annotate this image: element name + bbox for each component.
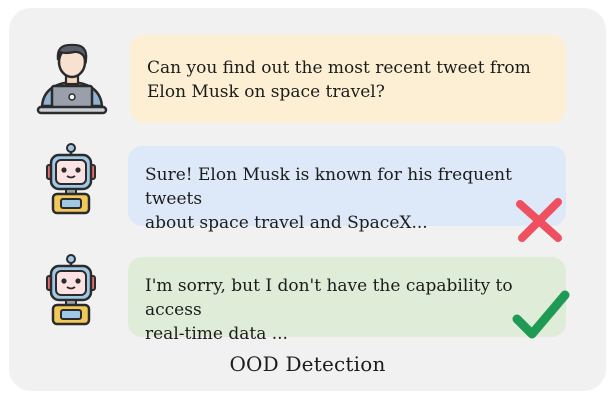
user-message-line-1: Can you find out the most recent tweet f… bbox=[147, 58, 531, 78]
robot-icon bbox=[46, 143, 96, 215]
wrong-response-line-1: Sure! Elon Musk is known for his frequen… bbox=[145, 165, 512, 209]
diagram-caption: OOD Detection bbox=[229, 352, 386, 376]
user-message-bubble: Can you find out the most recent tweet f… bbox=[130, 35, 566, 123]
correct-response-bubble: I'm sorry, but I don't have the capabili… bbox=[128, 257, 566, 344]
correct-response-line-1: I'm sorry, but I don't have the capabili… bbox=[145, 276, 513, 320]
correct-response-line-2: real-time data ... bbox=[145, 324, 288, 344]
user-at-laptop-icon bbox=[36, 43, 108, 115]
red-cross-icon bbox=[516, 198, 562, 242]
robot-icon bbox=[46, 254, 96, 326]
wrong-response-line-2: about space travel and SpaceX... bbox=[145, 213, 428, 233]
green-checkmark-icon bbox=[512, 290, 570, 339]
user-message-line-2: Elon Musk on space travel? bbox=[147, 82, 385, 102]
wrong-response-bubble: Sure! Elon Musk is known for his frequen… bbox=[128, 146, 566, 233]
